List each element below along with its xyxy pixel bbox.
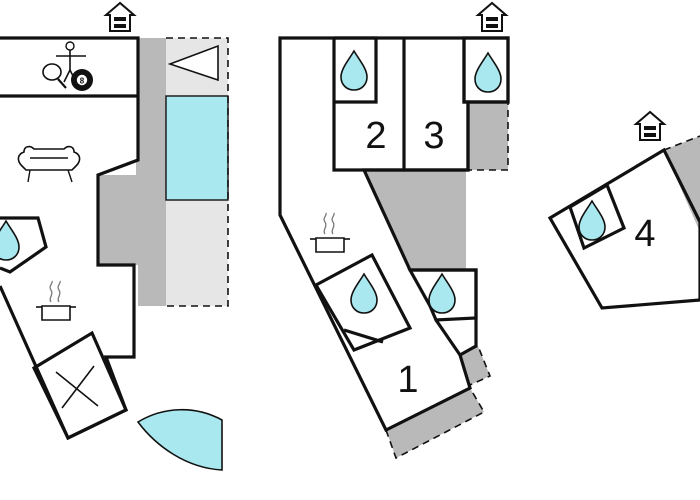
pool-steps-triangle [167,44,219,82]
right-outer-wall [547,147,700,310]
room-2-wall [332,38,406,172]
left-bedroom-box [31,330,129,441]
middle-courtyard [364,170,466,270]
water-drop-icon [578,200,606,241]
room-1-bathroom-a [313,252,413,352]
right-terrace-outline [663,135,700,151]
room-number-3: 3 [423,115,444,157]
middle-side-outline [459,344,492,386]
room-number-1: 1 [397,359,418,401]
sofa-icon [17,145,81,183]
middle-upper-terrace [468,102,508,170]
entrance-house-icon [105,2,135,32]
middle-bottom-terrace [386,388,484,458]
room-1-inner-wall-2 [434,319,462,356]
table-football-icon [56,41,86,83]
cooking-pot-icon [309,212,351,253]
room-number-2: 2 [365,115,386,157]
pool-deck-outline [166,37,229,307]
left-bedroom-cross-b [61,365,95,409]
room-1-inner-wall [343,328,384,344]
table-tennis-icon [42,63,67,89]
middle-building: 2 3 1 [278,2,510,460]
billiard-ball-label: 8 [80,77,85,86]
entrance-house-icon [635,111,665,141]
left-terrace [136,38,166,306]
right-building: 4 [547,111,700,310]
left-building: 8 [0,2,229,471]
middle-bottom-outline [385,387,486,460]
room-1-bathroom-b [407,268,478,322]
pool [165,95,229,201]
room-2-bathroom [334,36,378,104]
door-swing-icon [136,408,223,471]
water-drop-icon [0,220,20,261]
left-lower-terrace [98,175,138,265]
room-4-bathroom [568,182,627,251]
billiard-ball-icon: 8 [71,69,93,91]
water-drop-icon [350,273,378,314]
left-bathroom-wall [0,216,48,274]
room-3-bathroom [462,36,510,104]
water-drop-icon [340,50,368,91]
room-number-4: 4 [634,213,655,255]
middle-terrace-outline [468,101,509,171]
cooking-pot-icon [35,280,77,321]
water-drop-icon [474,52,502,93]
entrance-house-icon [477,2,507,32]
water-drop-icon [428,273,456,314]
